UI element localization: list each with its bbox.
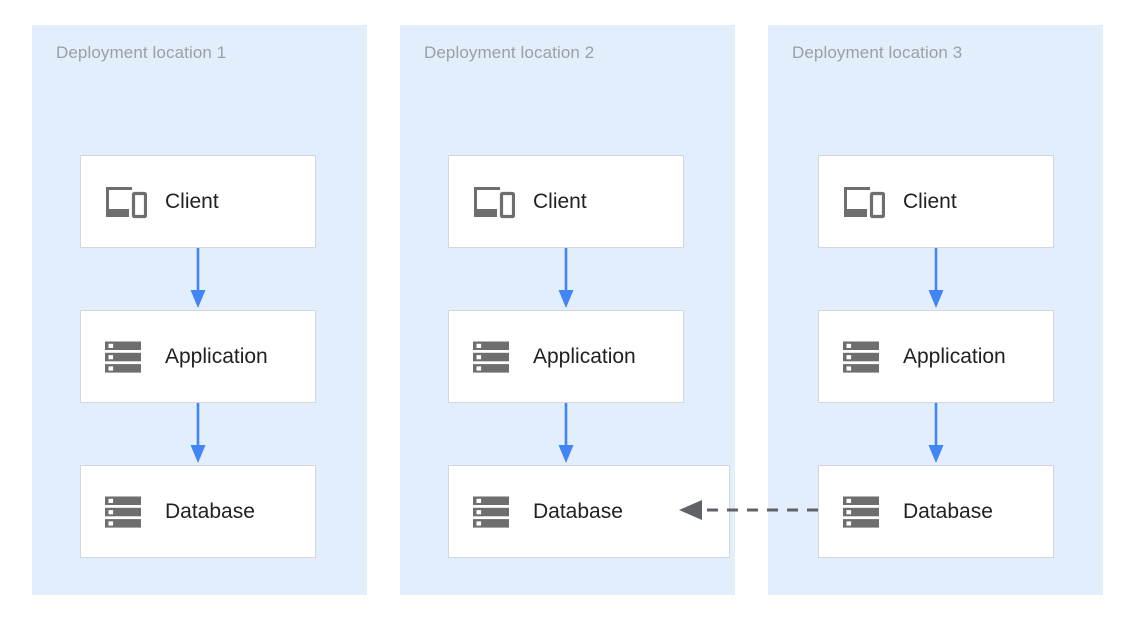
deployment-location-1-panel: Deployment location 1 Client <box>32 25 367 595</box>
arrow-client-to-application-1 <box>190 248 206 308</box>
deployment-location-2-title: Deployment location 2 <box>424 43 595 62</box>
node-application-3[interactable]: Application <box>818 310 1054 403</box>
devices-icon <box>106 186 147 218</box>
deployment-location-3-panel: Deployment location 3 Client Applicat <box>768 25 1103 595</box>
node-database-1-label: Database <box>165 499 255 523</box>
node-database-1[interactable]: Database <box>80 465 316 558</box>
server-icon <box>105 341 141 373</box>
server-icon <box>473 341 509 373</box>
arrow-application-to-database-2 <box>558 403 574 463</box>
node-application-1[interactable]: Application <box>80 310 316 403</box>
node-database-3-label: Database <box>903 499 993 523</box>
arrow-client-to-application-2 <box>558 248 574 308</box>
devices-icon <box>844 186 885 218</box>
arrow-client-to-application-3 <box>928 248 944 308</box>
node-application-2[interactable]: Application <box>448 310 684 403</box>
node-database-2-label: Database <box>533 499 623 523</box>
arrow-application-to-database-1 <box>190 403 206 463</box>
server-icon <box>105 496 141 528</box>
server-icon <box>843 341 879 373</box>
arrow-database-replication-3-to-2 <box>679 500 818 520</box>
devices-icon <box>474 186 515 218</box>
deployment-location-1-title: Deployment location 1 <box>56 43 227 62</box>
node-client-1[interactable]: Client <box>80 155 316 248</box>
deployment-location-2-panel: Deployment location 2 Client Applicat <box>400 25 735 595</box>
node-client-2[interactable]: Client <box>448 155 684 248</box>
server-icon <box>473 496 509 528</box>
node-application-2-label: Application <box>533 344 636 368</box>
node-client-1-label: Client <box>165 189 219 213</box>
node-application-1-label: Application <box>165 344 268 368</box>
node-database-3[interactable]: Database <box>818 465 1054 558</box>
node-application-3-label: Application <box>903 344 1006 368</box>
server-icon <box>843 496 879 528</box>
node-database-2[interactable]: Database <box>448 465 730 558</box>
node-client-3-label: Client <box>903 189 957 213</box>
arrow-application-to-database-3 <box>928 403 944 463</box>
deployment-location-3-title: Deployment location 3 <box>792 43 963 62</box>
node-client-3[interactable]: Client <box>818 155 1054 248</box>
node-client-2-label: Client <box>533 189 587 213</box>
